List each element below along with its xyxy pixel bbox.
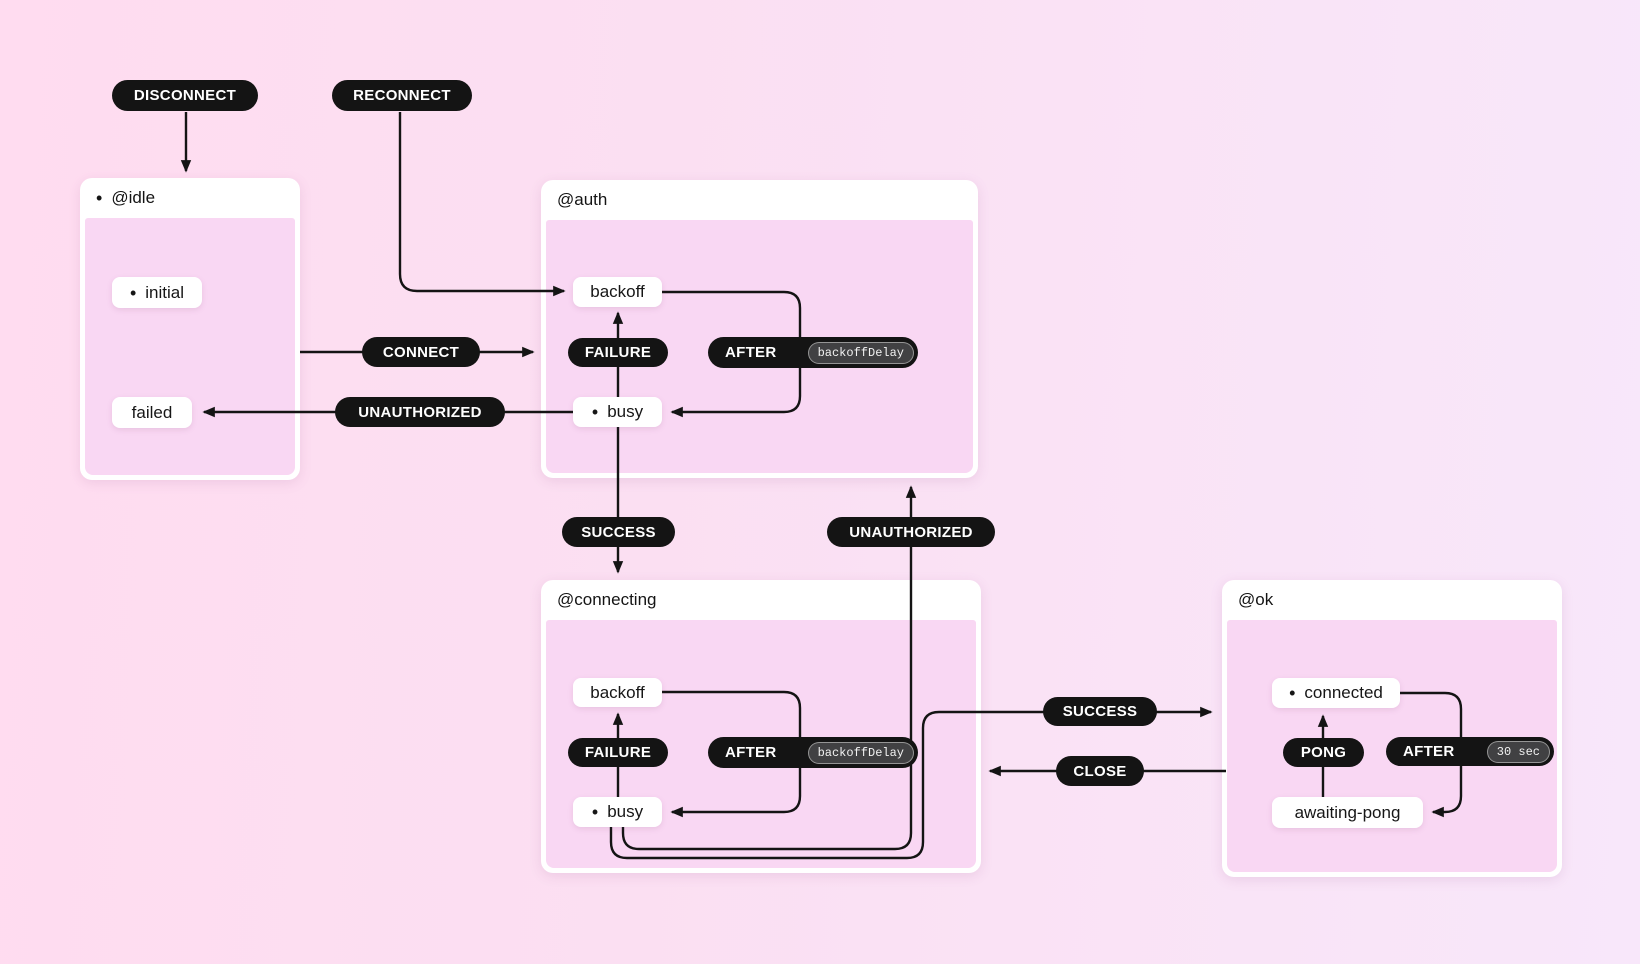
- state-pill-ok-connected[interactable]: • connected: [1272, 678, 1400, 708]
- state-label: busy: [607, 802, 644, 821]
- state-label: backoff: [590, 282, 645, 301]
- machine-connecting-title-text: @connecting: [557, 590, 657, 609]
- event-pill-connect[interactable]: CONNECT: [362, 337, 480, 367]
- machine-idle-title: • @idle: [80, 178, 300, 218]
- machine-idle-title-text: @idle: [111, 188, 156, 207]
- after-delay-param: backoffDelay: [807, 341, 914, 364]
- after-delay-param: backoffDelay: [807, 741, 914, 764]
- state-label: connected: [1304, 683, 1383, 702]
- machine-idle-body: [85, 218, 295, 475]
- event-pill-connecting-failure[interactable]: FAILURE: [568, 738, 668, 767]
- event-pill-unauthorized-to-auth[interactable]: UNAUTHORIZED: [827, 517, 995, 547]
- after-delay-param: 30 sec: [1486, 740, 1550, 763]
- event-pill-close[interactable]: CLOSE: [1056, 756, 1144, 786]
- initial-marker-dot: •: [591, 402, 599, 422]
- state-pill-auth-busy[interactable]: • busy: [573, 397, 662, 427]
- initial-marker-dot: •: [591, 802, 599, 822]
- state-pill-idle-failed[interactable]: failed: [112, 397, 192, 428]
- state-label: initial: [145, 282, 185, 302]
- event-label: AFTER: [725, 744, 777, 761]
- event-pill-auth-after[interactable]: AFTER backoffDelay: [708, 337, 918, 368]
- machine-connecting-title: @connecting: [541, 580, 981, 620]
- event-pill-connecting-after[interactable]: AFTER backoffDelay: [708, 737, 918, 768]
- state-pill-connecting-backoff[interactable]: backoff: [573, 678, 662, 707]
- machine-auth-title-text: @auth: [557, 190, 608, 209]
- event-pill-auth-failure[interactable]: FAILURE: [568, 338, 668, 367]
- state-pill-ok-awaiting-pong[interactable]: awaiting-pong: [1272, 797, 1423, 828]
- machine-ok-title: @ok: [1222, 580, 1562, 620]
- event-pill-success-to-ok[interactable]: SUCCESS: [1043, 697, 1157, 726]
- machine-idle: • @idle: [80, 178, 300, 480]
- state-label: busy: [607, 402, 644, 421]
- machine-ok-title-text: @ok: [1238, 590, 1274, 609]
- edge-unauthorized-connecting-to-auth: [621, 485, 917, 851]
- state-label: awaiting-pong: [1294, 802, 1401, 822]
- state-label: backoff: [590, 682, 645, 702]
- state-label: failed: [131, 402, 173, 422]
- state-pill-connecting-busy[interactable]: • busy: [573, 797, 662, 827]
- state-pill-idle-initial[interactable]: • initial: [112, 277, 202, 308]
- state-pill-auth-backoff[interactable]: backoff: [573, 277, 662, 307]
- event-pill-ok-after[interactable]: AFTER 30 sec: [1386, 737, 1554, 766]
- event-pill-unauthorized-to-failed[interactable]: UNAUTHORIZED: [335, 397, 505, 427]
- initial-marker-dot: •: [1289, 683, 1296, 703]
- initial-marker-dot: •: [129, 282, 137, 303]
- event-label: AFTER: [725, 344, 777, 361]
- event-pill-ok-pong[interactable]: PONG: [1283, 738, 1364, 767]
- edge-success-connecting-to-ok: [609, 706, 1213, 860]
- machine-auth-title: @auth: [541, 180, 978, 220]
- edge-reconnect-to-auth-backoff: [398, 112, 566, 297]
- event-label: AFTER: [1403, 743, 1455, 760]
- initial-marker-dot: •: [96, 188, 103, 208]
- event-pill-reconnect[interactable]: RECONNECT: [332, 80, 472, 111]
- event-pill-disconnect[interactable]: DISCONNECT: [112, 80, 258, 111]
- event-pill-success-to-connecting[interactable]: SUCCESS: [562, 517, 675, 547]
